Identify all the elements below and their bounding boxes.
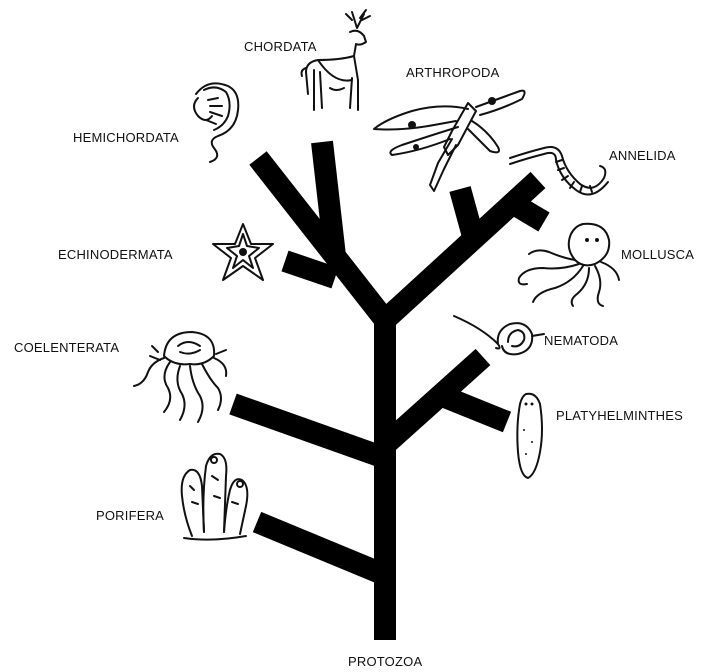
deer-icon: [302, 10, 371, 110]
branch-chordata: [322, 142, 335, 256]
label-chordata: CHORDATA: [244, 40, 317, 53]
branch-mollusca: [512, 203, 544, 222]
tree-branches: [233, 142, 544, 640]
sponge-icon: [182, 454, 248, 540]
branch-porifera: [257, 522, 385, 575]
dragonfly-icon: [374, 91, 525, 191]
starfish-icon: [213, 224, 273, 280]
branch-platyhelminthes: [440, 395, 507, 422]
label-porifera: PORIFERA: [96, 509, 164, 522]
label-coelenterata: COELENTERATA: [14, 341, 119, 354]
octopus-icon: [519, 224, 619, 306]
label-arthropoda: ARTHROPODA: [406, 66, 500, 79]
label-mollusca: MOLLUSCA: [621, 248, 694, 261]
flatworm-icon: [517, 394, 542, 478]
label-annelida: ANNELIDA: [609, 149, 676, 162]
branch-coelenterata: [233, 404, 385, 458]
roundworm-icon: [454, 316, 544, 354]
branch-arthropoda: [460, 189, 474, 240]
label-echinodermata: ECHINODERMATA: [58, 248, 173, 261]
label-nematoda: NEMATODA: [544, 334, 618, 347]
label-hemichordata: HEMICHORDATA: [73, 131, 179, 144]
jellyfish-icon: [134, 332, 226, 422]
label-platyhelminthes: PLATYHELMINTHES: [556, 409, 683, 422]
label-protozoa: PROTOZOA: [348, 655, 422, 668]
acorn-worm-icon: [194, 83, 238, 162]
